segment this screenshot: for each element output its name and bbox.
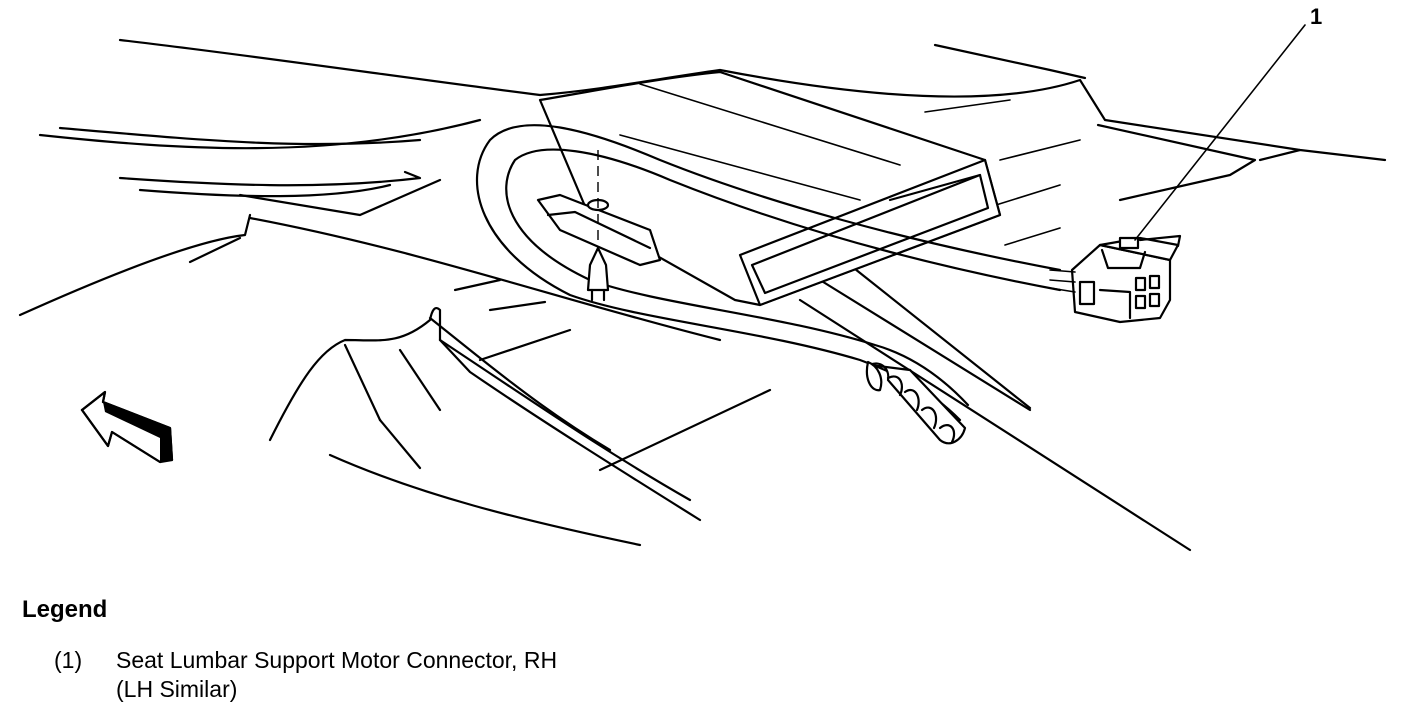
seat-lumbar-connector-illustration: 1 — [18, 4, 1387, 552]
legend-item: (1) Seat Lumbar Support Motor Connector,… — [22, 646, 922, 704]
electrical-connector-icon — [1049, 234, 1182, 324]
push-pin-retainer — [536, 150, 662, 302]
callout-1: 1 — [1134, 4, 1322, 241]
legend-item-number: (1) — [54, 647, 83, 673]
front-direction-arrow-icon — [80, 390, 174, 464]
legend-title: Legend — [22, 596, 108, 623]
lumbar-track-housing — [538, 70, 1002, 307]
callout-number: 1 — [1310, 4, 1322, 29]
legend-item-text: Seat Lumbar Support Motor Connector, RH … — [116, 646, 557, 704]
illustration-svg: 1 — [18, 4, 1387, 552]
legend-item-text-line2: (LH Similar) — [116, 676, 238, 702]
legend: Legend (1) Seat Lumbar Support Motor Con… — [22, 596, 922, 704]
legend-item-text-line1: Seat Lumbar Support Motor Connector, RH — [116, 647, 558, 673]
seat-cushion-lines — [268, 263, 1192, 552]
wire-harness — [475, 124, 1062, 445]
